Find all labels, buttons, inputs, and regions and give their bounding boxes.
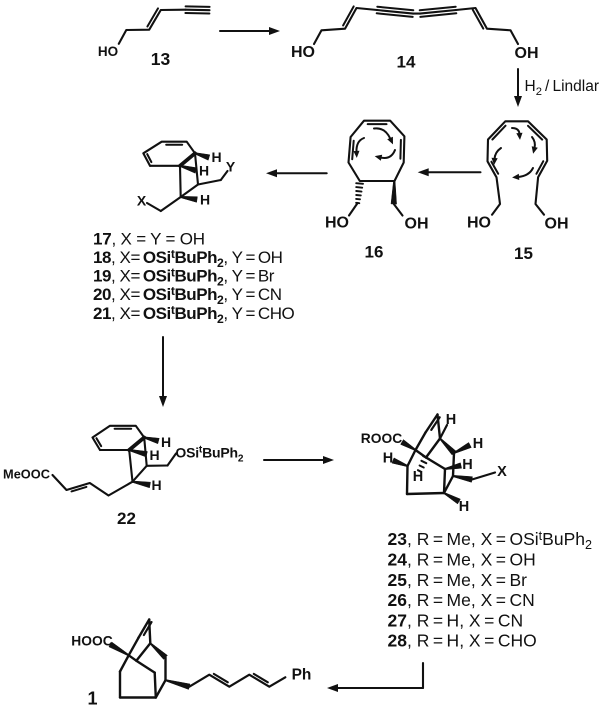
svg-text:OH: OH (515, 45, 539, 62)
svg-text:ROOC: ROOC (361, 431, 402, 446)
svg-text:H: H (459, 499, 469, 515)
svg-text:17, X = Y = OH: 17, X = Y = OH (93, 229, 205, 248)
svg-text:H: H (211, 149, 221, 165)
svg-text:MeOOC: MeOOC (3, 466, 50, 481)
svg-text:HO: HO (98, 44, 118, 59)
svg-text:13: 13 (151, 49, 171, 69)
svg-text:H: H (200, 192, 210, 208)
svg-text:H: H (413, 469, 423, 485)
svg-text:24, R = Me, X = OH: 24, R = Me, X = OH (388, 550, 536, 570)
svg-text:27, R = H, X = CN: 27, R = H, X = CN (388, 610, 524, 630)
svg-text:Y: Y (226, 159, 236, 175)
svg-text:14: 14 (397, 53, 416, 72)
svg-text:H: H (446, 412, 456, 428)
svg-text:21, X= OSitBuPh2, Y = CHO: 21, X= OSitBuPh2, Y = CHO (93, 303, 295, 326)
svg-text:HOOC: HOOC (71, 634, 112, 649)
svg-text:25, R = Me, X = Br: 25, R = Me, X = Br (388, 570, 528, 590)
svg-text:X: X (137, 193, 147, 209)
svg-text:22: 22 (117, 509, 136, 528)
svg-text:HO: HO (325, 215, 349, 232)
svg-text:OH: OH (545, 216, 569, 233)
svg-text:26, R = Me, X = CN: 26, R = Me, X = CN (388, 590, 535, 610)
svg-text:16: 16 (365, 243, 384, 262)
svg-text:H: H (161, 434, 171, 450)
svg-text:H: H (149, 447, 159, 463)
svg-text:HO: HO (291, 44, 315, 61)
svg-text:OH: OH (405, 216, 429, 233)
svg-text:X: X (497, 464, 507, 480)
svg-text:H: H (473, 436, 483, 452)
svg-text:H: H (462, 457, 472, 473)
svg-text:1: 1 (87, 689, 97, 709)
svg-text:H: H (199, 163, 209, 179)
svg-text:15: 15 (514, 244, 533, 263)
svg-text:Ph: Ph (292, 667, 312, 684)
svg-text:28, R = H, X = CHO: 28, R = H, X = CHO (388, 631, 537, 651)
svg-text:HO: HO (467, 215, 491, 232)
svg-text:H: H (383, 451, 393, 467)
svg-text:H: H (151, 477, 161, 493)
